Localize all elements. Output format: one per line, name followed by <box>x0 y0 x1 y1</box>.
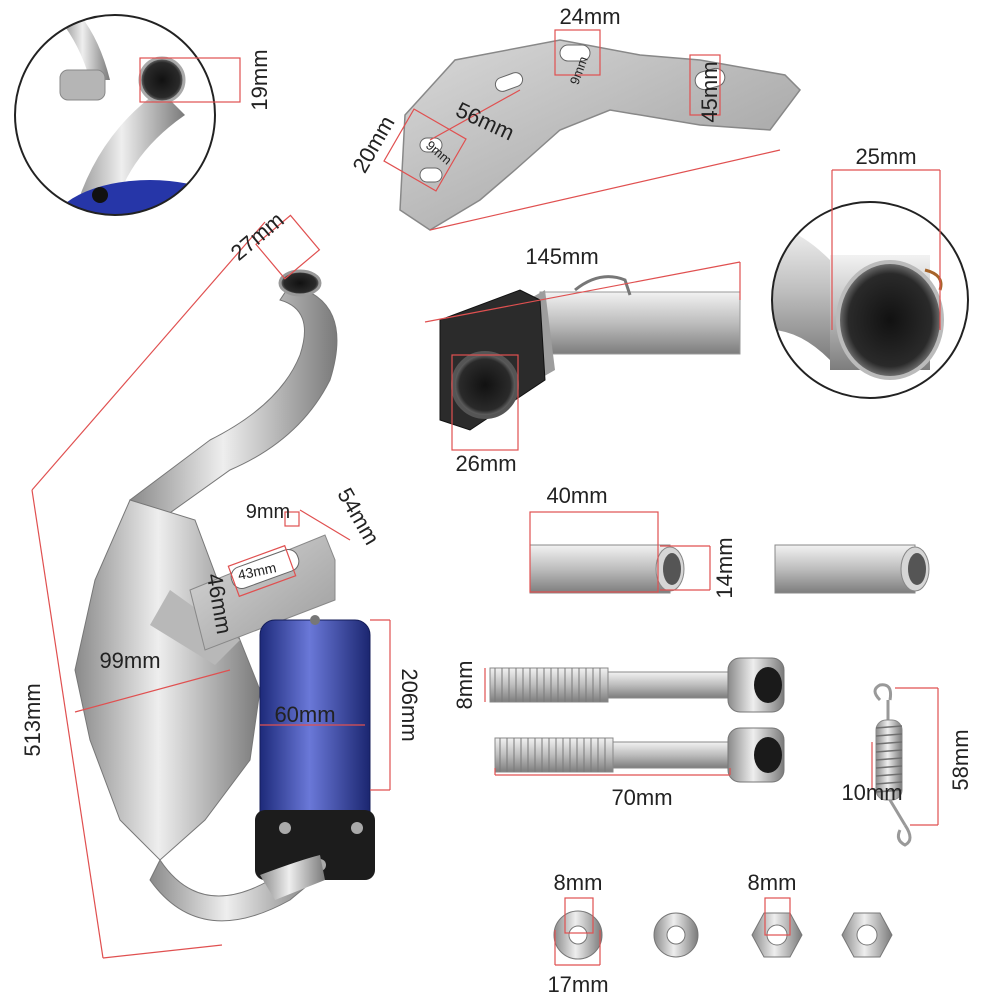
washers-and-nuts: 8mm 17mm 8mm <box>547 870 893 997</box>
mount-width-label: 54mm <box>332 484 384 549</box>
spacer-tubes: 40mm 14mm <box>529 483 930 599</box>
bolt-length-label: 70mm <box>611 785 672 810</box>
mounting-bracket: 24mm 9mm 56mm 45mm 20mm 9mm <box>347 4 801 231</box>
bracket-slot-width-label: 24mm <box>559 4 620 29</box>
spring-diameter-label: 10mm <box>841 780 902 805</box>
bracket-side-slot-label: 20mm <box>347 112 399 177</box>
mount-slot-label: 43mm <box>236 559 277 583</box>
spacer-length-label: 40mm <box>546 483 607 508</box>
bolt-diameter-label: 8mm <box>452 661 477 710</box>
nut-size-label: 8mm <box>748 870 797 895</box>
header-outlet-inset: 25mm <box>771 144 969 399</box>
expansion-chamber: 27mm 9mm 54mm 43mm 46mm 99mm 60mm 206mm … <box>20 207 422 959</box>
exhaust-spring: 10mm 58mm <box>841 683 973 847</box>
washer-inner-label: 8mm <box>554 870 603 895</box>
header-outlet-label: 25mm <box>855 144 916 169</box>
spacer-diameter-label: 14mm <box>712 537 737 598</box>
silencer-length-label: 206mm <box>397 668 422 741</box>
inlet-diameter-label: 19mm <box>247 49 272 110</box>
total-length-label: 513mm <box>20 683 45 756</box>
bolts: 8mm 70mm <box>452 657 785 810</box>
silencer-diameter-label: 60mm <box>274 702 335 727</box>
header-pipe: 145mm 26mm <box>424 244 741 476</box>
pipe-top-label: 27mm <box>226 207 289 265</box>
spring-length-label: 58mm <box>948 729 973 790</box>
chamber-width-label: 99mm <box>99 648 160 673</box>
bracket-height-label: 45mm <box>697 61 722 122</box>
mount-gap-label: 9mm <box>246 501 290 523</box>
header-length-label: 145mm <box>525 244 598 269</box>
washer-outer-label: 17mm <box>547 972 608 997</box>
header-flange-label: 26mm <box>455 451 516 476</box>
